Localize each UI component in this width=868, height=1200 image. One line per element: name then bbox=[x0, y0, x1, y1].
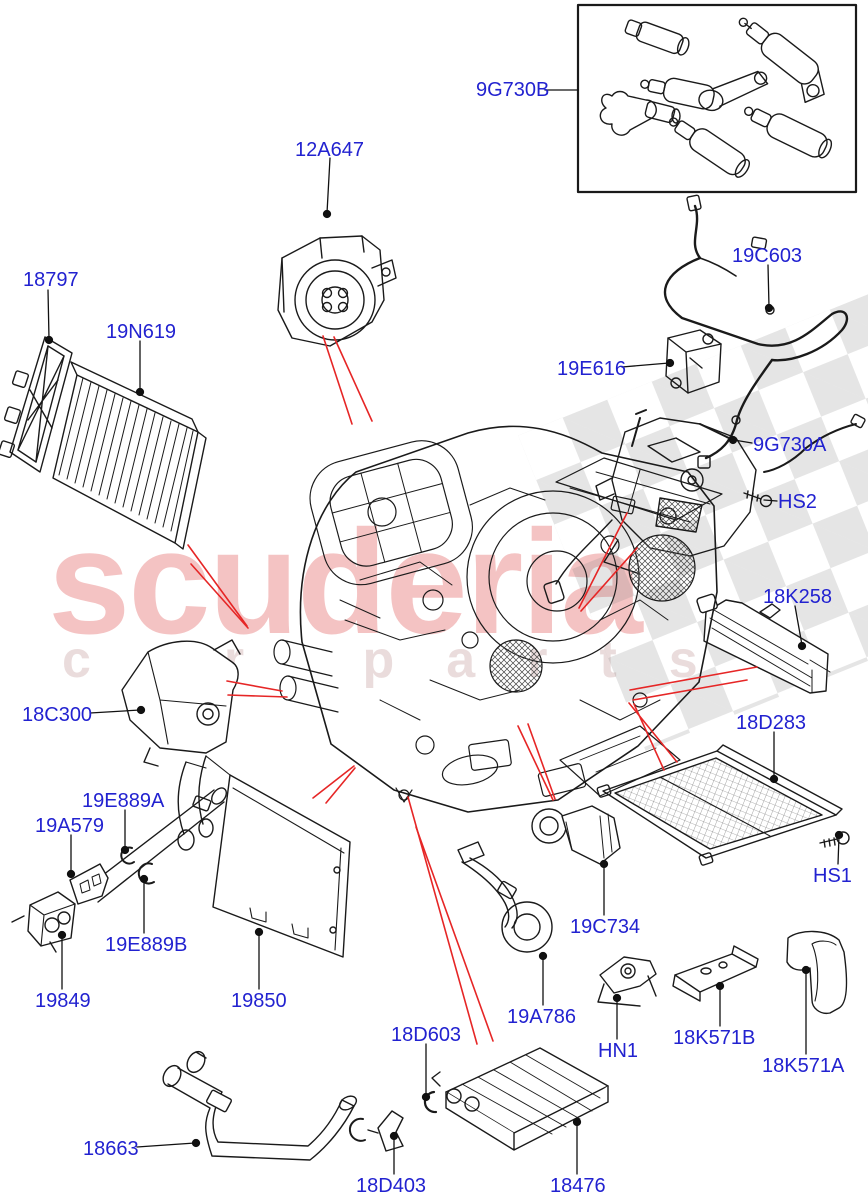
part-label-18663[interactable]: 18663 bbox=[83, 1138, 139, 1160]
part-drawing-18D403 bbox=[348, 1110, 404, 1152]
part-label-12A647[interactable]: 12A647 bbox=[295, 139, 364, 161]
part-label-19A579[interactable]: 19A579 bbox=[35, 815, 104, 837]
part-label-HS1[interactable]: HS1 bbox=[813, 865, 852, 887]
part-drawing-9G730A bbox=[543, 409, 757, 604]
red-leader-lines bbox=[187, 335, 758, 1045]
part-drawing-19849 bbox=[11, 891, 76, 953]
part-label-18D403[interactable]: 18D403 bbox=[356, 1175, 427, 1197]
part-label-19C734[interactable]: 19C734 bbox=[570, 916, 641, 938]
part-drawing-18476 bbox=[431, 1047, 609, 1151]
part-label-18D603[interactable]: 18D603 bbox=[391, 1024, 462, 1046]
part-label-19N619[interactable]: 19N619 bbox=[106, 321, 177, 343]
part-drawing-19N619 bbox=[52, 361, 207, 550]
inset-box-9G730B-drawing bbox=[576, 3, 858, 194]
part-drawing-18K258 bbox=[696, 593, 831, 694]
part-label-18K258[interactable]: 18K258 bbox=[763, 586, 832, 608]
part-label-9G730A[interactable]: 9G730A bbox=[753, 434, 827, 456]
part-drawing-18D283 bbox=[596, 744, 843, 866]
part-label-19E616[interactable]: 19E616 bbox=[557, 358, 626, 380]
part-label-19E889A[interactable]: 19E889A bbox=[82, 790, 165, 812]
part-drawing-19E889B bbox=[137, 862, 155, 885]
part-drawing-19C734 bbox=[531, 805, 621, 865]
hvac-main-assembly-drawing bbox=[273, 425, 723, 813]
part-drawing-18K571A bbox=[786, 930, 848, 1015]
part-label-HS2[interactable]: HS2 bbox=[778, 491, 817, 513]
part-label-18K571B[interactable]: 18K571B bbox=[673, 1027, 756, 1049]
part-drawing-18C300 bbox=[121, 639, 241, 767]
part-drawing-19850 bbox=[177, 755, 351, 958]
part-drawing-18D603 bbox=[423, 1090, 438, 1114]
part-drawing-19C603 bbox=[663, 194, 866, 473]
part-label-19850[interactable]: 19850 bbox=[231, 990, 287, 1012]
part-drawing-18K571B bbox=[672, 945, 759, 1002]
part-label-19C603[interactable]: 19C603 bbox=[732, 245, 803, 267]
part-label-18797[interactable]: 18797 bbox=[23, 269, 79, 291]
part-drawing-HS2 bbox=[743, 490, 773, 508]
part-label-19A786[interactable]: 19A786 bbox=[507, 1006, 576, 1028]
part-drawing-12A647 bbox=[277, 235, 397, 347]
part-label-HN1[interactable]: HN1 bbox=[598, 1040, 639, 1062]
part-label-18476[interactable]: 18476 bbox=[550, 1175, 606, 1197]
part-label-18C300[interactable]: 18C300 bbox=[22, 704, 93, 726]
part-drawing-18663 bbox=[162, 1050, 358, 1161]
part-drawing-19A786 bbox=[457, 841, 553, 953]
part-label-19E889B[interactable]: 19E889B bbox=[105, 934, 188, 956]
part-drawing-18797 bbox=[0, 336, 73, 473]
part-label-19849[interactable]: 19849 bbox=[35, 990, 91, 1012]
part-drawing-19A579 bbox=[69, 787, 227, 905]
part-drawing-HN1 bbox=[597, 956, 657, 1007]
part-label-18K571A[interactable]: 18K571A bbox=[762, 1055, 845, 1077]
part-drawing-19E616 bbox=[665, 329, 722, 394]
part-label-18D283[interactable]: 18D283 bbox=[736, 712, 807, 734]
part-drawing-HS1 bbox=[819, 831, 850, 848]
part-label-9G730B[interactable]: 9G730B bbox=[476, 79, 550, 101]
black-leader-lines bbox=[44, 89, 844, 1175]
